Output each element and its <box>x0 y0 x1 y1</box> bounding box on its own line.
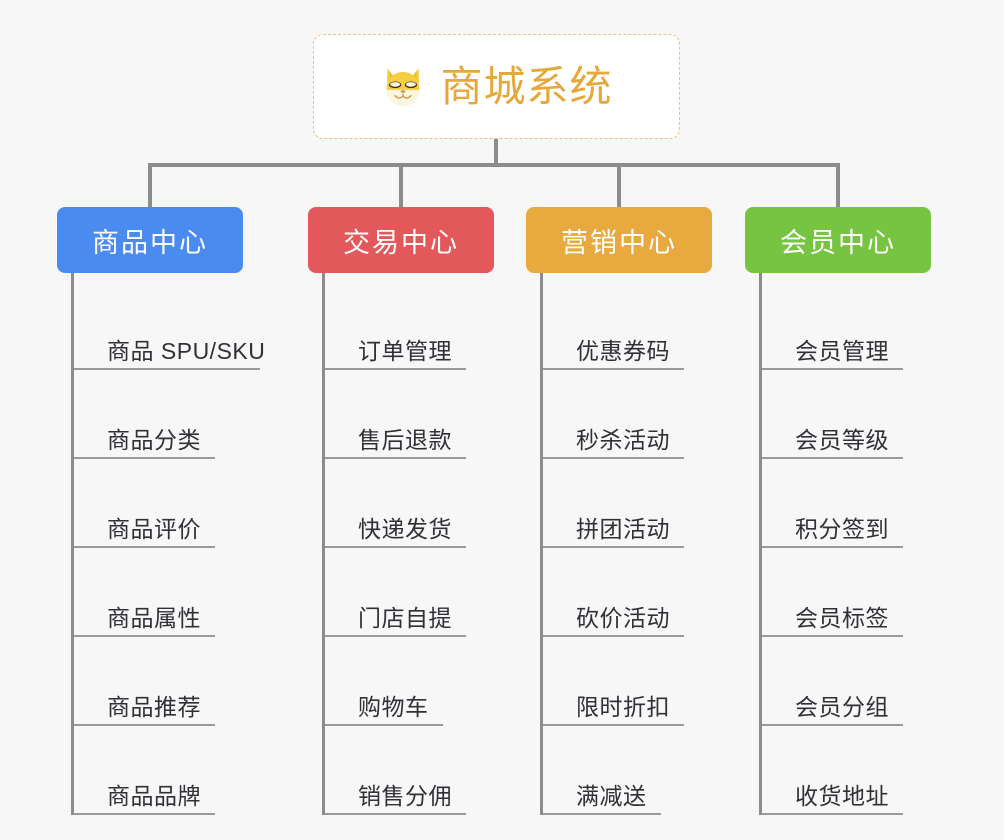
list-item[interactable]: 会员分组 <box>762 637 931 726</box>
list-item[interactable]: 销售分佣 <box>325 726 494 815</box>
list-item[interactable]: 优惠券码 <box>543 281 712 370</box>
item-rule <box>325 457 466 459</box>
list-item-label: 会员管理 <box>795 338 889 364</box>
branch-column-3: 营销中心 优惠券码 秒杀活动 拼团活动 砍价活动 限时折扣 <box>526 207 712 815</box>
connector-drop-3 <box>617 163 621 209</box>
list-item-label: 满减送 <box>576 783 647 809</box>
list-item[interactable]: 砍价活动 <box>543 548 712 637</box>
category-header-1-label: 商品中心 <box>92 227 208 258</box>
connector-drop-1 <box>148 163 152 209</box>
list-item[interactable]: 秒杀活动 <box>543 370 712 459</box>
list-item[interactable]: 购物车 <box>325 637 494 726</box>
list-item-label: 积分签到 <box>795 516 889 542</box>
item-rule <box>762 813 903 815</box>
list-item[interactable]: 商品推荐 <box>74 637 243 726</box>
list-item[interactable]: 会员等级 <box>762 370 931 459</box>
list-item-label: 商品品牌 <box>107 783 201 809</box>
list-item[interactable]: 商品 SPU/SKU <box>74 281 265 370</box>
list-item-label: 快递发货 <box>358 516 452 542</box>
list-item[interactable]: 商品分类 <box>74 370 243 459</box>
list-item[interactable]: 收货地址 <box>762 726 931 815</box>
category-header-3-label: 营销中心 <box>561 227 677 258</box>
list-item-label: 购物车 <box>358 694 429 720</box>
branch-column-2: 交易中心 订单管理 售后退款 快递发货 门店自提 购物车 <box>308 207 494 815</box>
list-item[interactable]: 售后退款 <box>325 370 494 459</box>
list-item[interactable]: 订单管理 <box>325 281 494 370</box>
category-header-4-label: 会员中心 <box>780 227 896 258</box>
list-item-label: 限时折扣 <box>576 694 670 720</box>
item-rule <box>74 457 215 459</box>
category-header-1[interactable]: 商品中心 <box>57 207 243 273</box>
list-item-label: 商品属性 <box>107 605 201 631</box>
list-item[interactable]: 会员管理 <box>762 281 931 370</box>
category-header-2-label: 交易中心 <box>343 227 459 258</box>
item-rule <box>543 635 684 637</box>
item-rule <box>543 368 684 370</box>
list-item[interactable]: 会员标签 <box>762 548 931 637</box>
item-rule <box>543 546 684 548</box>
connector-drop-4 <box>836 163 840 209</box>
leaf-list-1: 商品 SPU/SKU 商品分类 商品评价 商品属性 商品推荐 商品品牌 <box>71 273 265 815</box>
connector-horizontal-bus <box>148 163 838 167</box>
root-node[interactable]: 商城系统 <box>313 34 680 139</box>
item-rule <box>74 813 215 815</box>
list-item-label: 订单管理 <box>358 338 452 364</box>
item-rule <box>762 635 903 637</box>
category-header-2[interactable]: 交易中心 <box>308 207 494 273</box>
item-rule <box>762 546 903 548</box>
list-item[interactable]: 积分签到 <box>762 459 931 548</box>
list-item-label: 门店自提 <box>358 605 452 631</box>
item-rule <box>74 635 215 637</box>
list-item-label: 秒杀活动 <box>576 427 670 453</box>
list-item-label: 商品评价 <box>107 516 201 542</box>
item-rule <box>543 457 684 459</box>
list-item[interactable]: 快递发货 <box>325 459 494 548</box>
item-rule <box>325 724 443 726</box>
list-item[interactable]: 满减送 <box>543 726 712 815</box>
item-rule <box>543 724 684 726</box>
leaf-list-4: 会员管理 会员等级 积分签到 会员标签 会员分组 收货地址 <box>759 273 931 815</box>
list-item-label: 会员分组 <box>795 694 889 720</box>
list-item-label: 会员等级 <box>795 427 889 453</box>
root-title: 商城系统 <box>440 62 613 110</box>
list-item-label: 售后退款 <box>358 427 452 453</box>
connector-root-stem <box>494 139 498 167</box>
list-item[interactable]: 拼团活动 <box>543 459 712 548</box>
list-item-label: 商品 SPU/SKU <box>107 338 266 364</box>
category-header-3[interactable]: 营销中心 <box>526 207 712 273</box>
item-rule <box>74 368 260 370</box>
item-rule <box>325 546 466 548</box>
item-rule <box>762 457 903 459</box>
list-item-label: 商品推荐 <box>107 694 201 720</box>
branch-column-1: 商品中心 商品 SPU/SKU 商品分类 商品评价 商品属性 商品推荐 <box>57 207 265 815</box>
item-rule <box>325 635 466 637</box>
item-rule <box>762 368 903 370</box>
leaf-list-2: 订单管理 售后退款 快递发货 门店自提 购物车 销售分佣 <box>322 273 494 815</box>
item-rule <box>325 813 466 815</box>
list-item-label: 收货地址 <box>795 783 889 809</box>
item-rule <box>543 813 661 815</box>
list-item-label: 会员标签 <box>795 605 889 631</box>
shiba-dog-face-icon <box>380 64 426 110</box>
list-item-label: 砍价活动 <box>576 605 670 631</box>
leaf-list-3: 优惠券码 秒杀活动 拼团活动 砍价活动 限时折扣 满减送 <box>540 273 712 815</box>
item-rule <box>74 546 215 548</box>
branch-column-4: 会员中心 会员管理 会员等级 积分签到 会员标签 会员分组 <box>745 207 931 815</box>
list-item[interactable]: 门店自提 <box>325 548 494 637</box>
list-item-label: 商品分类 <box>107 427 201 453</box>
list-item-label: 销售分佣 <box>358 783 452 809</box>
list-item-label: 优惠券码 <box>576 338 670 364</box>
list-item[interactable]: 商品评价 <box>74 459 243 548</box>
item-rule <box>325 368 466 370</box>
item-rule <box>74 724 215 726</box>
list-item[interactable]: 商品属性 <box>74 548 243 637</box>
list-item-label: 拼团活动 <box>576 516 670 542</box>
connector-drop-2 <box>399 163 403 209</box>
list-item[interactable]: 商品品牌 <box>74 726 243 815</box>
item-rule <box>762 724 903 726</box>
category-header-4[interactable]: 会员中心 <box>745 207 931 273</box>
list-item[interactable]: 限时折扣 <box>543 637 712 726</box>
